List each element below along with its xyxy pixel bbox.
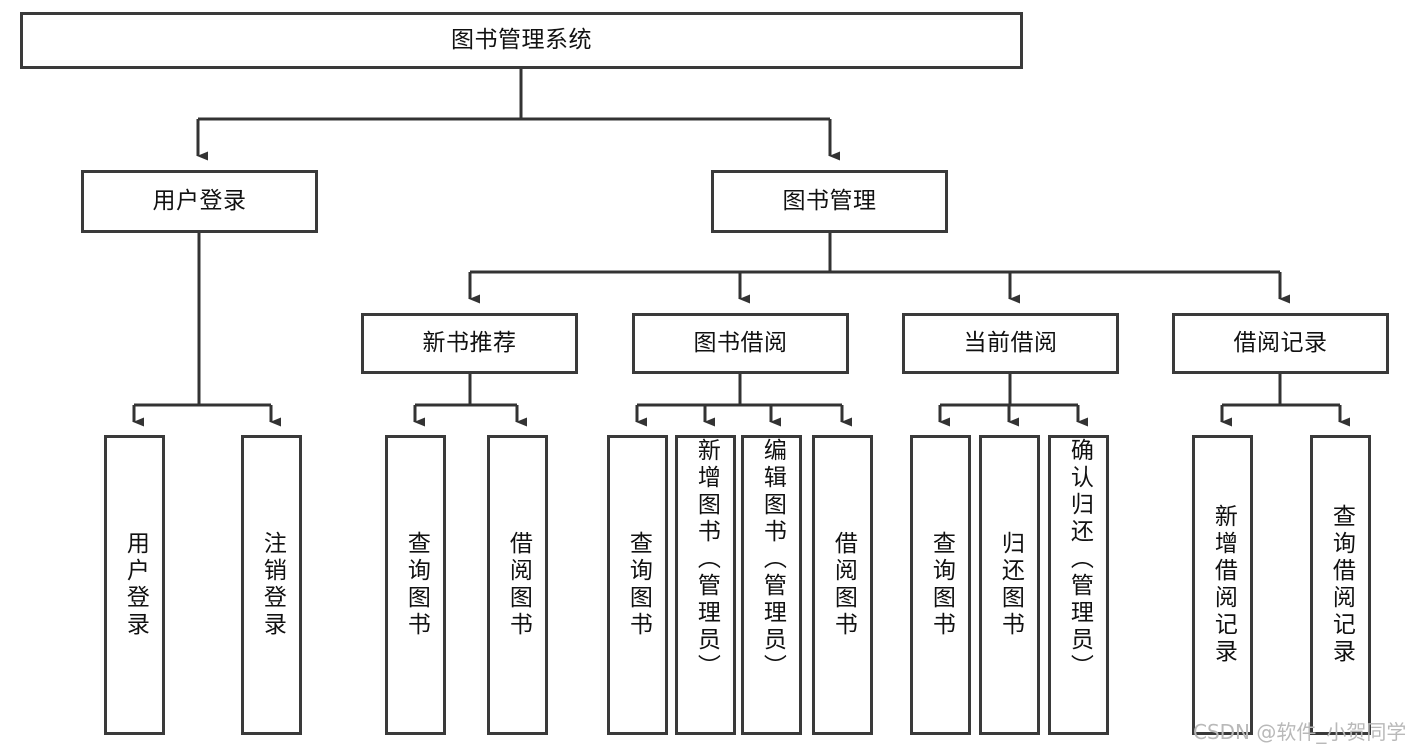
leaf-rec-borrow-book[interactable]: 借阅图书 [487, 435, 548, 735]
leaf-rec-query-book-label: 查询图书 [403, 531, 430, 639]
node-user-login-label: 用户登录 [152, 187, 247, 214]
leaf-borrow-borrow-book[interactable]: 借阅图书 [812, 435, 873, 735]
node-borrow-record-label: 借阅记录 [1233, 329, 1328, 356]
node-new-book-rec-label: 新书推荐 [422, 329, 517, 356]
leaf-borrow-query-book-label: 查询图书 [625, 531, 652, 639]
leaf-current-query-book-label: 查询图书 [928, 531, 955, 639]
leaf-record-add[interactable]: 新增借阅记录 [1192, 435, 1253, 735]
leaf-logout[interactable]: 注销登录 [241, 435, 302, 735]
leaf-current-return-book[interactable]: 归还图书 [979, 435, 1040, 735]
node-user-login[interactable]: 用户登录 [81, 170, 318, 233]
node-current-borrow-label: 当前借阅 [963, 329, 1058, 356]
node-book-manage-label: 图书管理 [782, 187, 877, 214]
node-current-borrow[interactable]: 当前借阅 [902, 313, 1119, 374]
leaf-borrow-edit-book[interactable]: 编辑图书（管理员） [741, 435, 802, 735]
node-book-manage[interactable]: 图书管理 [711, 170, 948, 233]
leaf-borrow-query-book[interactable]: 查询图书 [607, 435, 668, 735]
node-root[interactable]: 图书管理系统 [20, 12, 1023, 69]
leaf-rec-query-book[interactable]: 查询图书 [385, 435, 446, 735]
leaf-borrow-add-book[interactable]: 新增图书（管理员） [675, 435, 736, 735]
node-borrow-record[interactable]: 借阅记录 [1172, 313, 1389, 374]
leaf-current-confirm-return-label: 确认归还（管理员） [1066, 438, 1093, 681]
leaf-current-query-book[interactable]: 查询图书 [910, 435, 971, 735]
csdn-watermark: CSDN @软件_小贺同学 [1193, 720, 1405, 744]
leaf-user-login[interactable]: 用户登录 [104, 435, 165, 735]
leaf-logout-label: 注销登录 [259, 531, 286, 639]
leaf-record-search[interactable]: 查询借阅记录 [1310, 435, 1371, 735]
node-root-label: 图书管理系统 [451, 26, 592, 53]
leaf-current-confirm-return[interactable]: 确认归还（管理员） [1048, 435, 1109, 735]
leaf-rec-borrow-book-label: 借阅图书 [505, 531, 532, 639]
leaf-user-login-label: 用户登录 [122, 531, 149, 639]
leaf-record-search-label: 查询借阅记录 [1328, 504, 1355, 666]
node-new-book-rec[interactable]: 新书推荐 [361, 313, 578, 374]
node-book-borrow[interactable]: 图书借阅 [632, 313, 849, 374]
leaf-record-add-label: 新增借阅记录 [1210, 504, 1237, 666]
leaf-borrow-add-book-label: 新增图书（管理员） [693, 438, 720, 681]
leaf-current-return-book-label: 归还图书 [997, 531, 1024, 639]
leaf-borrow-edit-book-label: 编辑图书（管理员） [759, 438, 786, 681]
node-book-borrow-label: 图书借阅 [693, 329, 788, 356]
leaf-borrow-borrow-book-label: 借阅图书 [830, 531, 857, 639]
